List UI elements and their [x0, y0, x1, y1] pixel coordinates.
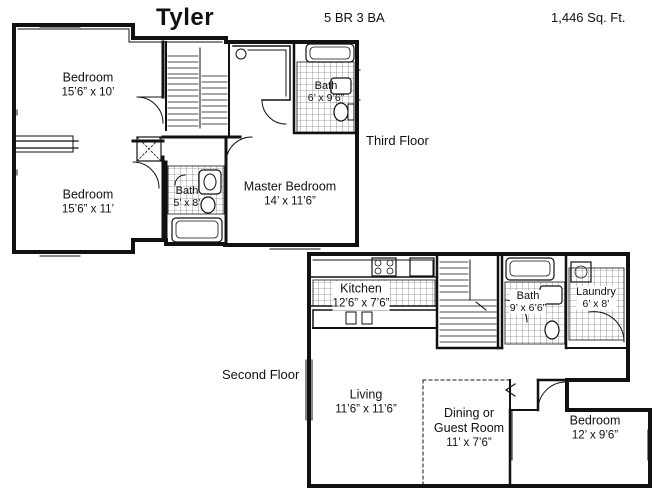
room-name: Bath: [509, 290, 547, 302]
room-size: 11’6” x 11’6”: [335, 403, 397, 416]
room-label-bedroom-2: Bedroom 15’6” x 11’: [62, 188, 114, 217]
room-label-kitchen: Kitchen 12’6” x 7’6”: [332, 281, 390, 311]
room-name: Kitchen: [332, 281, 390, 297]
room-size: 15’6” x 11’: [61, 203, 115, 216]
room-name: Bedroom: [62, 187, 114, 202]
room-size: 9’ x 6’6”: [509, 302, 547, 314]
second-floor-label: Second Floor: [222, 367, 300, 382]
room-size: 11’ x 7’6”: [446, 437, 492, 449]
room-name: Master Bedroom: [243, 179, 337, 194]
room-size: 6’ x 8’: [576, 298, 616, 310]
room-name: Bedroom: [62, 70, 114, 85]
room-label-bath-lower: Bath 9’ x 6’6”: [509, 290, 547, 314]
room-label-bath-upper-right: Bath 6’ x 9’6”: [308, 80, 344, 104]
plan-title: Tyler: [156, 4, 215, 31]
room-size: 12’6” x 7’6”: [332, 296, 390, 311]
room-label-bedroom-3: Bedroom 12’ x 9’6”: [570, 414, 621, 443]
room-name: Dining or Guest Room: [433, 406, 505, 435]
room-label-living: Living 11’6” x 11’6”: [335, 388, 397, 417]
third-floor-label: Third Floor: [366, 133, 429, 148]
room-label-laundry: Laundry 6’ x 8’: [576, 286, 616, 310]
area-label: 1,446 Sq. Ft.: [551, 10, 626, 25]
room-size: 6’ x 9’6”: [307, 92, 345, 104]
room-name: Bedroom: [569, 413, 621, 428]
room-name: Laundry: [576, 286, 616, 298]
room-label-master-bedroom: Master Bedroom 14’ x 11’6”: [244, 180, 336, 209]
room-name: Bath: [175, 185, 199, 197]
room-label-dining: Dining or Guest Room 11’ x 7’6”: [429, 406, 509, 450]
room-name: Living: [349, 387, 383, 402]
room-size: 5’ x 8’: [173, 197, 201, 209]
beds-baths-label: 5 BR 3 BA: [324, 10, 385, 25]
room-size: 15’6” x 10’: [61, 86, 115, 99]
third-floor-plan: [12, 23, 361, 257]
room-label-bath-upper-small: Bath 5’ x 8’: [173, 185, 200, 209]
room-size: 14’ x 11’6”: [264, 195, 316, 208]
room-name: Bath: [314, 80, 338, 92]
room-label-bedroom-1: Bedroom 15’6” x 10’: [61, 71, 114, 100]
room-size: 12’ x 9’6”: [571, 429, 619, 442]
